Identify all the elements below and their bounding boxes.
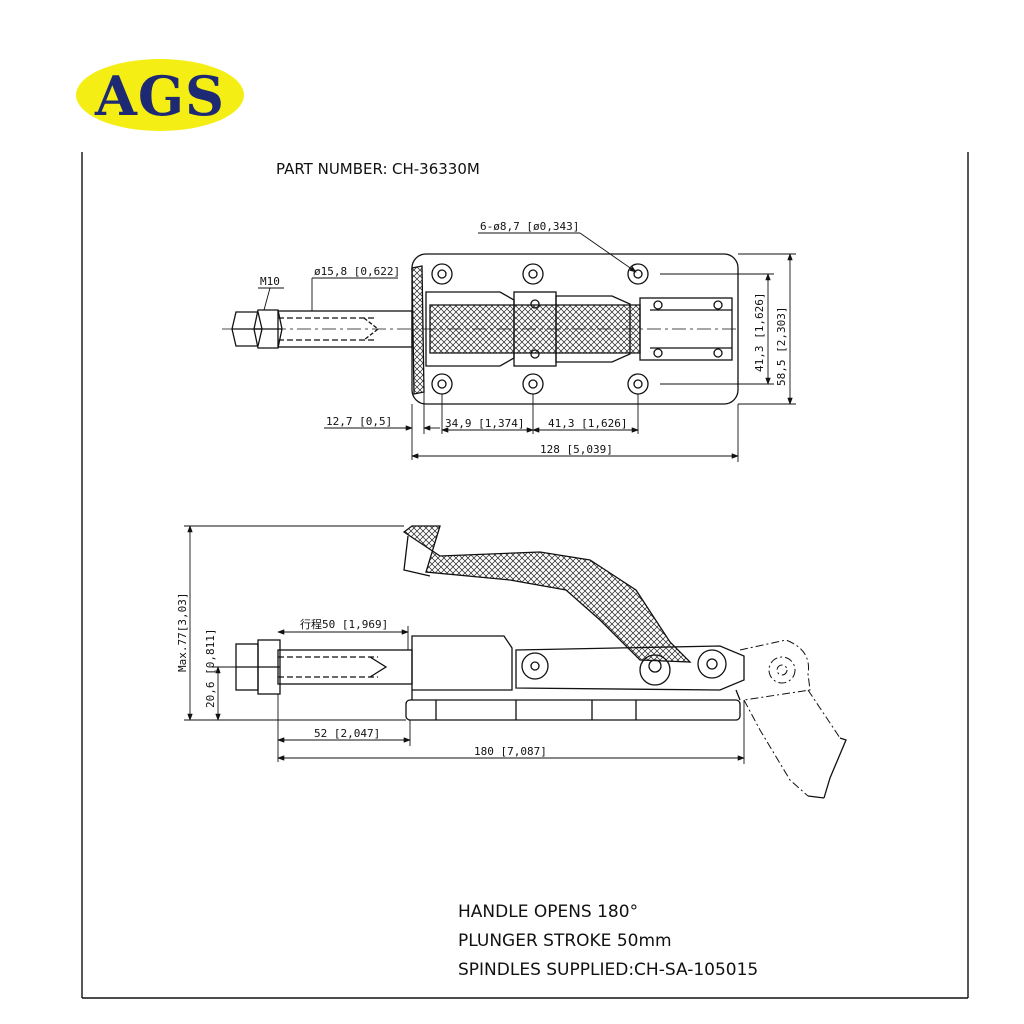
dim-max-height: Max.77[3,03] [176, 593, 189, 672]
dim-41-3-v: 41,3 [1,626] [753, 293, 766, 372]
top-view [222, 253, 740, 405]
part-number-label: PART NUMBER: [276, 160, 388, 178]
dim-34-9: 34,9 [1,374] [445, 417, 524, 430]
dim-20-6: 20,6 [0,811] [204, 629, 217, 708]
part-number-value: CH-36330M [392, 160, 480, 178]
dim-41-3-h: 41,3 [1,626] [548, 417, 627, 430]
side-view [235, 525, 847, 799]
side-dimensions [184, 525, 745, 764]
dim-plunger-dia: ø15,8 [0,622] [314, 265, 400, 278]
logo-ellipse [76, 59, 244, 131]
ags-logo: AGS [76, 59, 244, 131]
drawing-frame [81, 152, 969, 999]
dim-58-5: 58,5 [2,303] [775, 307, 788, 386]
dim-12-7: 12,7 [0,5] [326, 415, 392, 428]
dim-holes: 6-ø8,7 [ø0,343] [480, 220, 579, 233]
note-plunger-stroke: PLUNGER STROKE 50mm [458, 931, 672, 951]
logo-text: AGS [94, 64, 225, 128]
dim-stroke: 行程50 [1,969] [300, 618, 388, 631]
mounting-holes [431, 263, 649, 395]
plunger-side [277, 649, 413, 685]
dim-52: 52 [2,047] [314, 727, 380, 740]
handle-grip [411, 265, 425, 395]
dim-thread: M10 [260, 275, 280, 288]
handle [402, 525, 692, 663]
note-handle-opens: HANDLE OPENS 180° [458, 902, 638, 922]
dim-128: 128 [5,039] [540, 443, 613, 456]
note-spindles: SPINDLES SUPPLIED:CH-SA-105015 [458, 960, 758, 980]
top-dimensions [258, 232, 796, 462]
dim-180: 180 [7,087] [474, 745, 547, 758]
